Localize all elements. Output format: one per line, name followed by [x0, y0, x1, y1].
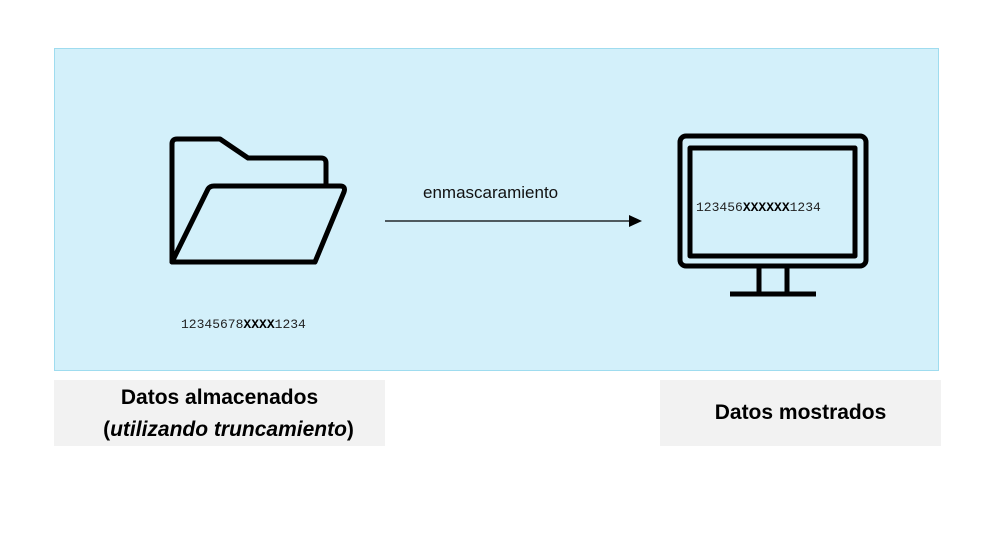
stored-data-title: Datos almacenados — [120, 386, 319, 409]
open-paren: ( — [103, 418, 111, 441]
stored-data-label: Datos almacenados (utilizando truncamien… — [54, 380, 385, 446]
truncation-note: utilizando truncamiento — [110, 418, 347, 441]
shown-data-title: Datos mostrados — [714, 401, 887, 424]
shown-value-prefix: 123456 — [696, 200, 743, 215]
stored-value-prefix: 12345678 — [181, 317, 244, 332]
folder-open-icon — [169, 136, 347, 265]
shown-data-label: Datos mostrados — [660, 380, 941, 446]
stored-data-subtitle: (utilizando truncamiento) — [54, 414, 385, 446]
masking-label: enmascaramiento — [423, 183, 559, 202]
shown-value-mask: XXXXXX — [742, 200, 790, 215]
shown-value-suffix: 1234 — [789, 200, 821, 215]
masking-arrow — [385, 215, 642, 227]
stored-value-suffix: 1234 — [274, 317, 306, 332]
stored-value-mask: XXXX — [243, 317, 275, 332]
stored-card-number: 12345678XXXX1234 — [181, 317, 306, 332]
diagram-panel — [54, 48, 939, 371]
monitor-icon — [677, 133, 869, 297]
shown-card-number: 123456XXXXXX1234 — [696, 200, 821, 215]
close-paren: ) — [346, 418, 354, 441]
